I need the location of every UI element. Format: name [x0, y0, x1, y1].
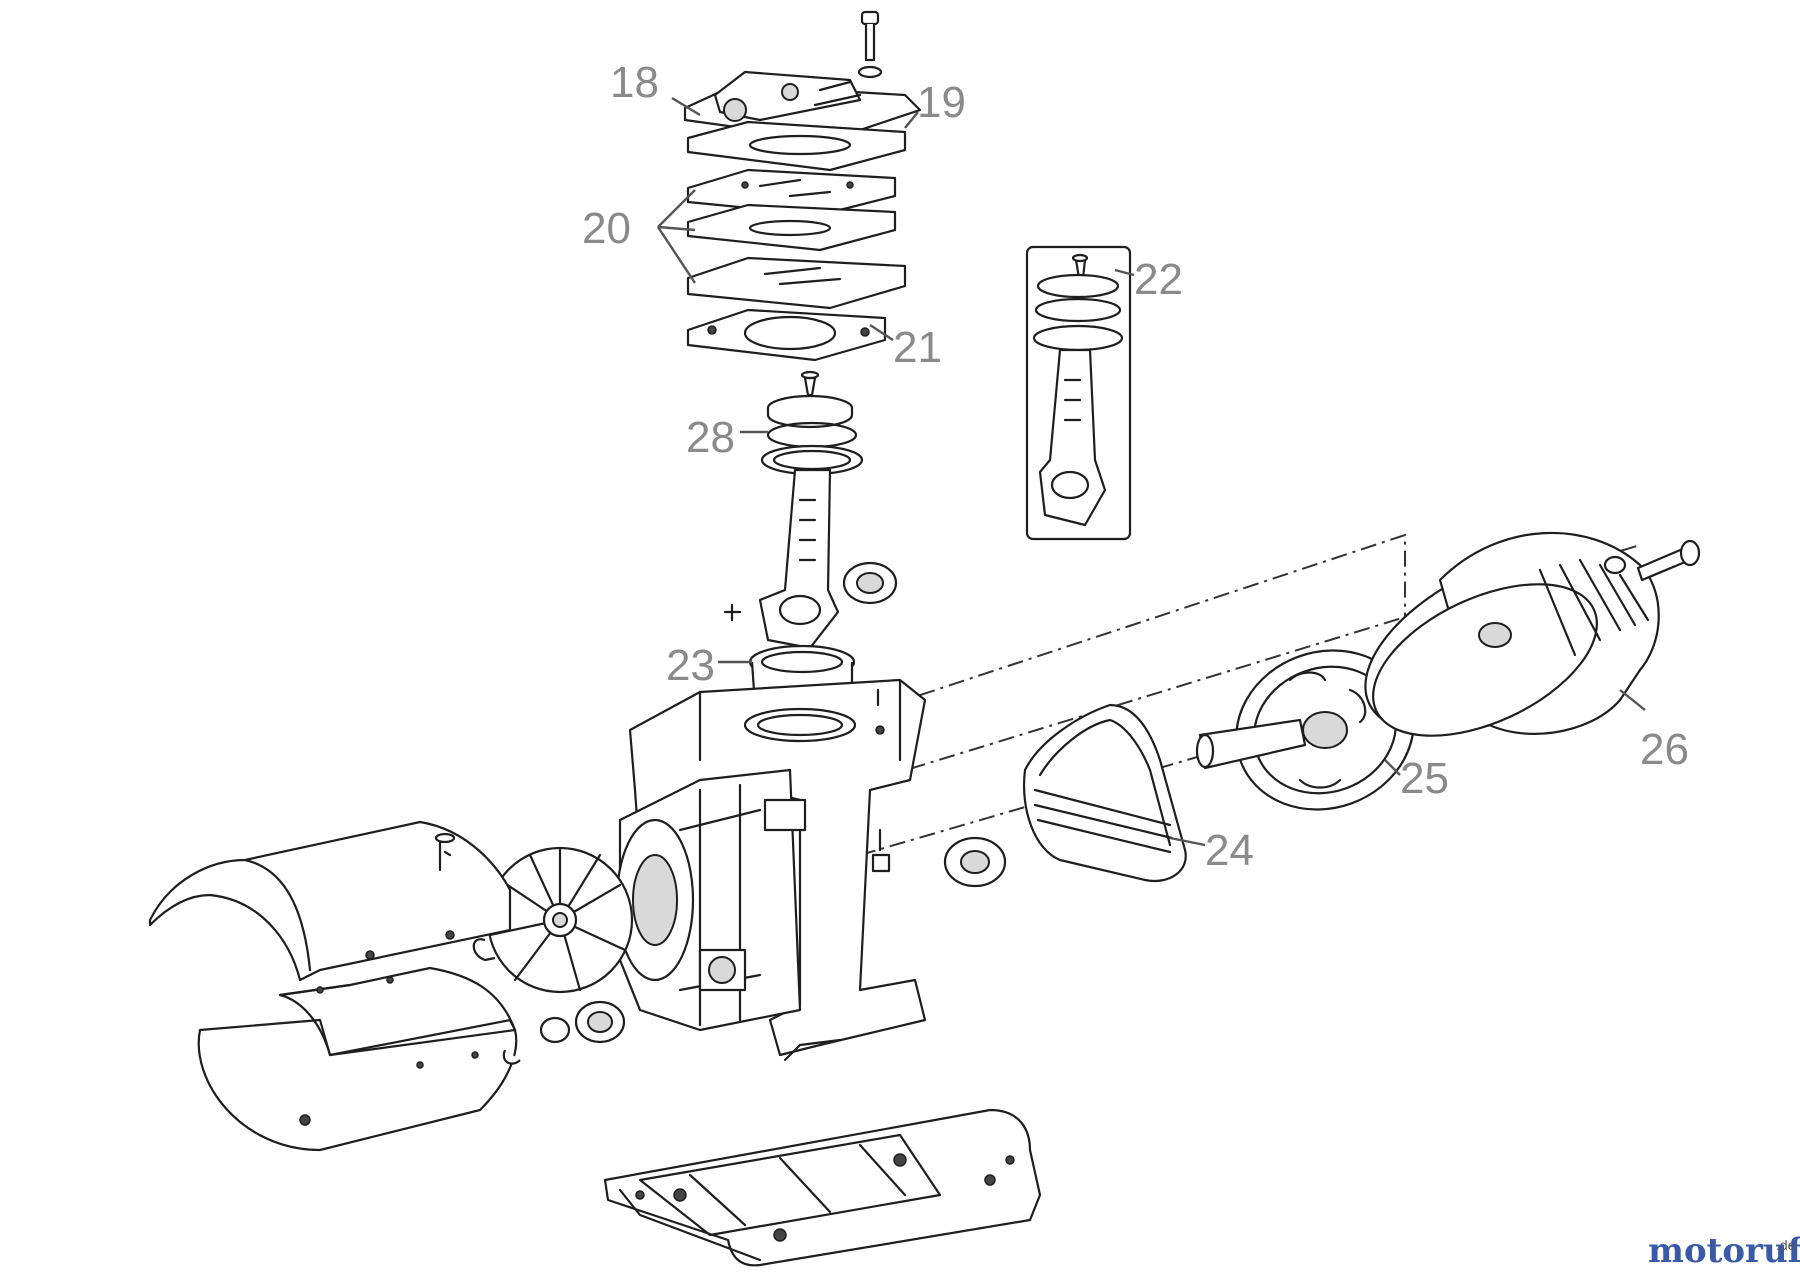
bearing-upper-part [842, 561, 898, 605]
label-22: 22 [1134, 255, 1183, 304]
gasket-21-part [686, 308, 887, 362]
brand-suffix: .de [1776, 1237, 1796, 1253]
piston-inset-22-part [1025, 245, 1132, 541]
label-20: 20 [582, 204, 631, 253]
piston-assembly-28-part [758, 370, 864, 650]
label-23: 23 [666, 641, 715, 690]
bearing-front-part [943, 836, 1007, 888]
part-number-labels: 18 19 20 21 22 23 24 25 26 28 [582, 58, 1689, 875]
motor-cover-bottom-part [197, 966, 518, 1152]
label-21: 21 [893, 323, 942, 372]
label-25: 25 [1400, 754, 1449, 803]
brand-watermark: motoruf .de [1648, 1231, 1800, 1271]
leader-lines [656, 96, 1646, 847]
nut-part [871, 828, 891, 873]
label-19: 19 [917, 78, 966, 127]
label-24: 24 [1205, 826, 1254, 875]
label-18: 18 [610, 58, 659, 107]
valve-plates-20-part [686, 168, 907, 310]
cylinder-head-part [683, 10, 922, 142]
label-26: 26 [1640, 725, 1689, 774]
flywheel-fan-26-part [1364, 531, 1701, 737]
brand-name: motoruf [1648, 1231, 1800, 1271]
label-28: 28 [686, 413, 735, 462]
bearing-lower-part [502, 1000, 626, 1065]
motor-cover-top-part [148, 820, 512, 982]
gasket-19-part [686, 120, 907, 172]
drive-belt-24-part [1023, 703, 1187, 883]
motor-fan-part [472, 846, 634, 994]
motor-stator-part [615, 768, 807, 1032]
base-plate-part [603, 1108, 1042, 1267]
